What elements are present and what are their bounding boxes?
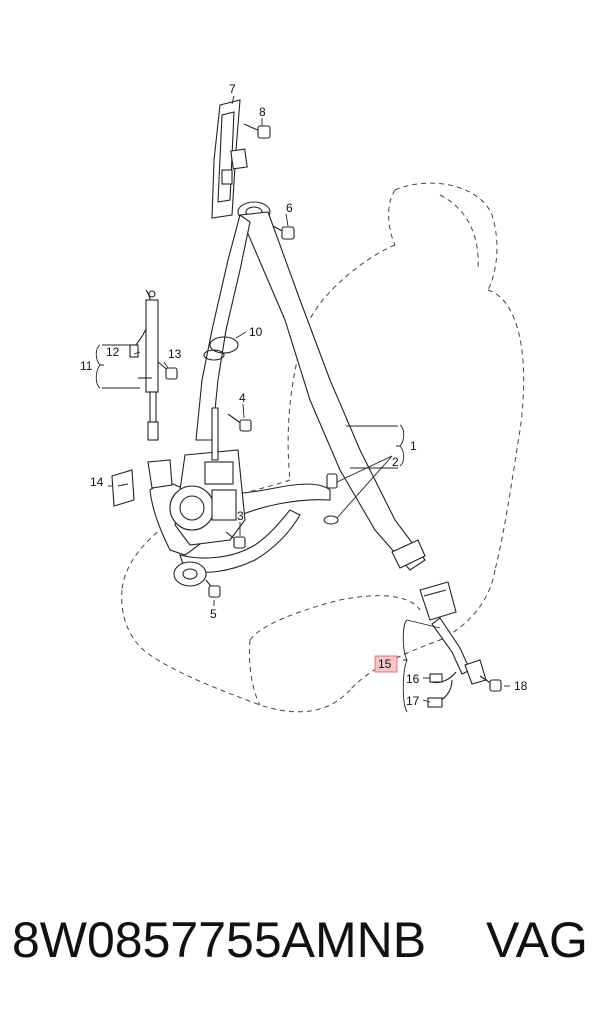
bolt-18 xyxy=(479,675,502,692)
seat-belt-diagram: 7 8 6 10 4 3 5 1 2 12 11 13 14 15 16 17 … xyxy=(80,82,528,713)
callout-3: 3 xyxy=(237,509,244,523)
callout-7: 7 xyxy=(229,82,236,96)
height-adjuster-rail xyxy=(211,99,248,219)
callout-labels: 7 8 6 10 4 3 5 1 2 12 11 13 14 15 16 17 … xyxy=(80,82,528,708)
callout-11: 11 xyxy=(80,359,93,373)
part-number: 8W0857755AMNB xyxy=(12,912,427,968)
callout-16: 16 xyxy=(406,672,420,686)
belt-buckle-15 xyxy=(419,581,487,708)
callout-12: 12 xyxy=(106,345,120,359)
seat-outline xyxy=(121,182,525,713)
callout-14: 14 xyxy=(90,475,104,489)
callout-6: 6 xyxy=(286,201,293,215)
callout-10: 10 xyxy=(249,325,263,339)
callout-8: 8 xyxy=(259,105,266,119)
callout-17: 17 xyxy=(406,694,420,708)
bolt-4 xyxy=(227,413,252,432)
callout-18: 18 xyxy=(514,679,528,693)
callout-1: 1 xyxy=(410,439,417,453)
bolt-13 xyxy=(157,361,178,380)
callout-15-highlight xyxy=(374,655,398,673)
belt-retractor xyxy=(147,407,246,546)
brand-label: VAG xyxy=(486,912,588,968)
callout-15: 15 xyxy=(378,657,392,671)
callout-4: 4 xyxy=(239,391,246,405)
anchor-plate-5 xyxy=(173,561,221,598)
bolt-3 xyxy=(225,531,246,549)
belt-clip-10 xyxy=(203,336,239,361)
bracket-14 xyxy=(111,469,135,507)
parts-2 xyxy=(323,473,339,525)
callout-2: 2 xyxy=(392,455,399,469)
bolt-8 xyxy=(243,123,271,139)
callout-5: 5 xyxy=(210,607,217,621)
leader-lines xyxy=(95,95,510,713)
belt-tongue xyxy=(391,539,426,569)
callout-13: 13 xyxy=(168,347,182,361)
pretensioner-tube xyxy=(129,289,159,441)
